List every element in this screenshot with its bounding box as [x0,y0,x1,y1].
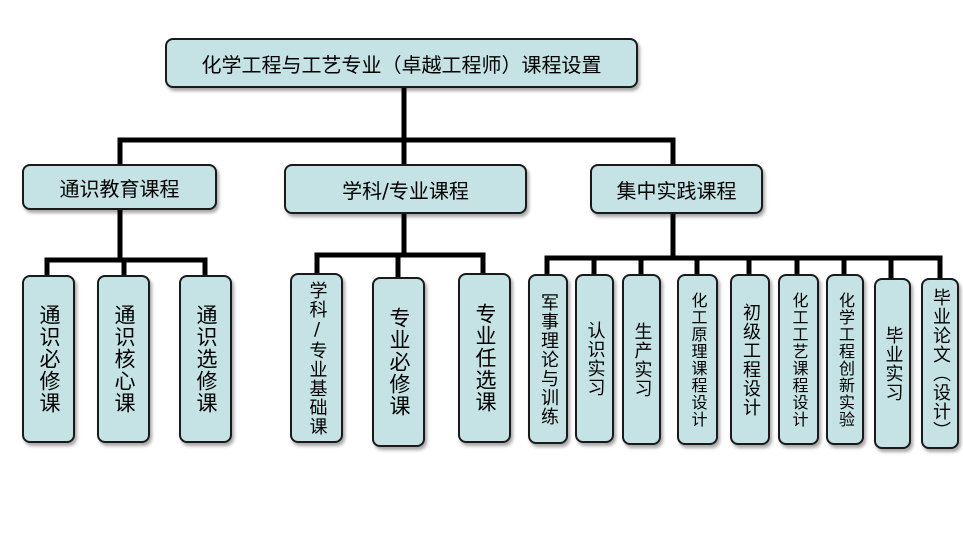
leaf-label: 专业任选课 [473,303,497,413]
leaf-innovation-experiment: 化学工程创新实验 [826,274,864,445]
leaf-principles-course-design: 化工原理课程设计 [677,274,718,445]
leaf-label: 通识必修课 [37,304,61,414]
category-discipline-major: 学科/专业课程 [284,164,527,214]
leaf-cognition-internship: 认识实习 [575,274,614,443]
leaf-military-training: 军事理论与训练 [528,274,568,444]
root-node: 化学工程与工艺专业（卓越工程师）课程设置 [165,38,638,88]
category-general-education: 通识教育课程 [22,164,217,210]
root-label: 化学工程与工艺专业（卓越工程师）课程设置 [201,52,602,77]
leaf-major-elective: 专业任选课 [458,273,511,443]
leaf-label: 认识实习 [584,320,606,397]
leaf-label: 初级工程设计 [740,302,761,417]
category-practice: 集中实践课程 [590,164,763,214]
leaf-label: 专业必修课 [387,307,411,417]
leaf-label: 通识核心课 [112,304,136,414]
leaf-label: 军事理论与训练 [538,292,559,426]
leaf-label: 学科/专业基础课 [306,280,328,436]
category-label: 集中实践课程 [616,178,737,203]
leaf-label: 化工原理课程设计 [688,291,708,428]
category-label: 通识教育课程 [59,176,180,201]
leaf-general-required: 通识必修课 [22,275,75,443]
leaf-graduation-internship: 毕业实习 [874,278,911,449]
leaf-general-core: 通识核心课 [97,275,150,443]
leaf-label: 化工工艺课程设计 [789,291,809,428]
leaf-process-course-design: 化工工艺课程设计 [778,274,819,445]
leaf-label: 毕业实习 [882,325,904,402]
leaf-production-internship: 生产实习 [622,274,661,445]
leaf-label: 毕业论文（设计） [930,287,951,440]
leaf-basic-engineering-design: 初级工程设计 [730,274,770,445]
leaf-label: 生产实习 [631,321,653,398]
leaf-label: 化学工程创新实验 [836,291,855,428]
leaf-label: 通识选修课 [194,304,218,414]
leaf-discipline-foundation: 学科/专业基础课 [290,273,343,443]
leaf-major-required: 专业必修课 [372,277,425,447]
leaf-graduation-thesis: 毕业论文（设计） [921,278,959,449]
leaf-general-elective: 通识选修课 [179,275,232,443]
category-label: 学科/专业课程 [342,178,469,203]
